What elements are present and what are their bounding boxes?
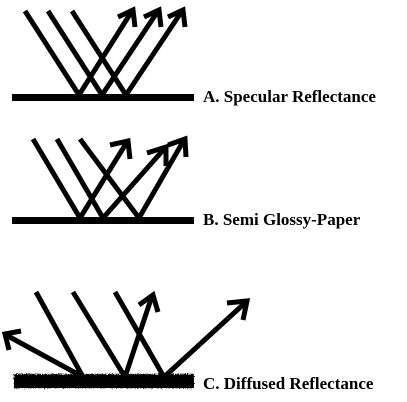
specular-ray-2 <box>45 6 164 100</box>
semi-glossy-ray-1 <box>30 137 133 223</box>
diffused-ray-1 <box>1 290 90 384</box>
panel-semi-glossy: B. Semi Glossy-Paper <box>12 135 361 229</box>
panel-specular: A. Specular Reflectance <box>12 6 376 106</box>
semi-glossy-ray-2 <box>54 137 169 223</box>
label-semi-glossy: B. Semi Glossy-Paper <box>203 210 361 229</box>
specular-ray-3 <box>69 6 188 100</box>
diffused-ray-3 <box>112 290 251 381</box>
semi-glossy-ray-3 <box>77 135 189 223</box>
label-diffused: C. Diffused Reflectance <box>203 374 374 393</box>
diffused-ray-2 <box>70 290 161 383</box>
diffused-surface <box>14 374 194 388</box>
label-specular: A. Specular Reflectance <box>203 87 376 106</box>
specular-ray-1 <box>22 6 138 100</box>
panel-diffused: C. Diffused Reflectance <box>1 290 374 393</box>
